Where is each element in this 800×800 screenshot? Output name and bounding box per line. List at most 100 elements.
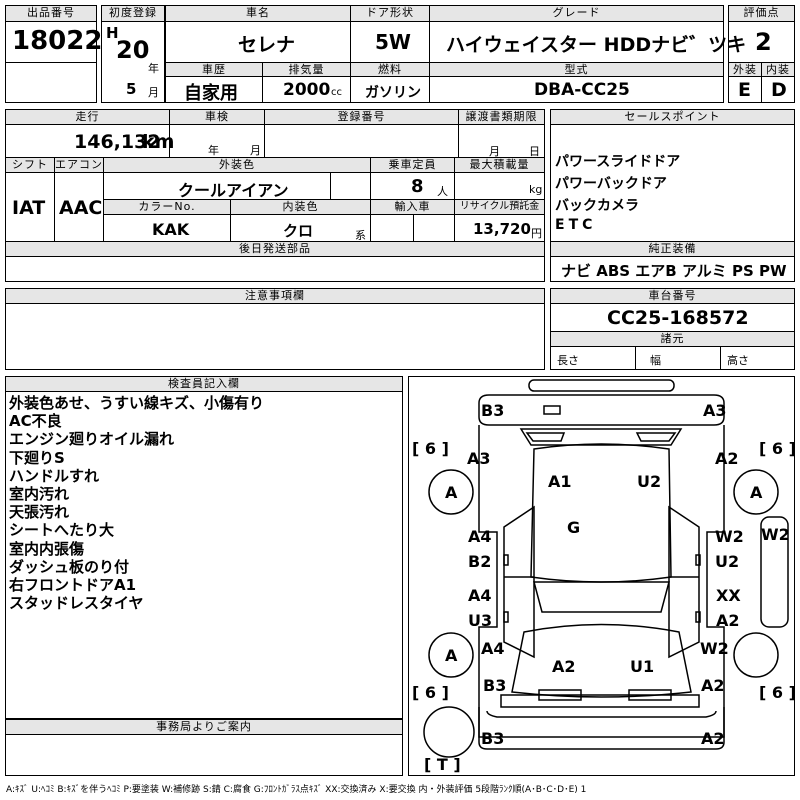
interior-cell: D bbox=[761, 76, 795, 103]
remark-item: 室内汚れ bbox=[9, 485, 70, 504]
caution-cell bbox=[5, 303, 545, 370]
damage-diagram-panel: [ 6 ] [ 6 ] [ 6 ] [ 6 ] [ T ] B3 A3 A3 A… bbox=[408, 376, 796, 776]
score: 2 bbox=[755, 28, 772, 56]
remark-item: ダッシュ板のり付 bbox=[9, 557, 130, 576]
int-color-unit: 系 bbox=[355, 229, 366, 242]
office-cell bbox=[5, 734, 403, 776]
doors: 5W bbox=[375, 30, 411, 54]
color-header: 外装色 bbox=[103, 157, 371, 173]
remark-item: シートへたり大 bbox=[9, 521, 115, 540]
car-name-header: 車名 bbox=[165, 5, 351, 22]
code-side-l2a: A4 bbox=[468, 586, 492, 605]
code-bumper-left: B3 bbox=[481, 729, 505, 748]
recycle: 13,720 bbox=[473, 220, 531, 238]
year-unit: 年 bbox=[148, 62, 159, 75]
chassis-cell: CC25-168572 bbox=[550, 303, 795, 332]
month-unit: 月 bbox=[148, 86, 159, 99]
chassis-no: CC25-168572 bbox=[607, 307, 749, 329]
ac-header: エアコン bbox=[54, 157, 104, 173]
shift: IAT bbox=[12, 197, 46, 219]
inspection-cell: 年 月 bbox=[169, 124, 265, 158]
color: クールアイアン bbox=[178, 181, 289, 200]
width-label: 幅 bbox=[650, 354, 661, 367]
code-side-r1a: W2 bbox=[715, 527, 744, 546]
code-side-r1b: U2 bbox=[715, 552, 740, 571]
reg-no-header: 登録番号 bbox=[264, 109, 459, 125]
length-cell: 長さ bbox=[550, 346, 636, 370]
remark-item: スタッドレスタイヤ bbox=[9, 594, 144, 613]
mileage-unit: km bbox=[142, 131, 175, 153]
displacement: 2000 bbox=[283, 80, 331, 100]
later-parts-cell bbox=[5, 256, 545, 282]
color-cell: クールアイアン bbox=[103, 172, 331, 200]
spare-tire-label: [ T ] bbox=[424, 755, 461, 774]
remark-item: AC不良 bbox=[9, 412, 62, 431]
equipment-cell: ナビ ABS エアB アルミ PS PW bbox=[550, 256, 795, 282]
transfer-cell: 月 日 bbox=[458, 124, 545, 158]
score-header: 評価点 bbox=[728, 5, 795, 22]
score-cell: 2 bbox=[728, 21, 795, 63]
capacity: 8 bbox=[411, 176, 424, 197]
lot-no: 18022 bbox=[12, 26, 103, 56]
exterior-grade: E bbox=[738, 79, 751, 101]
load-header: 最大積載量 bbox=[454, 157, 545, 173]
sales-header: セールスポイント bbox=[550, 109, 795, 125]
car-outline-diagram bbox=[423, 379, 789, 758]
fuel-header: 燃料 bbox=[350, 62, 430, 77]
tire-count-value: 6 bbox=[424, 439, 437, 458]
code-tire-fl: A bbox=[445, 646, 458, 665]
code-roof-center: G bbox=[567, 518, 581, 537]
displacement-header: 排気量 bbox=[262, 62, 351, 77]
model-cell: DBA-CC25 bbox=[429, 76, 724, 103]
color-aux-cell bbox=[330, 172, 371, 200]
equipment-header: 純正装備 bbox=[550, 241, 795, 257]
inspector-cell: 外装色あせ、うすい線キズ、小傷有り AC不良 エンジン廻りオイル漏れ 下廻りS … bbox=[5, 391, 403, 719]
code-front-q-left: B3 bbox=[483, 676, 507, 695]
caution-header: 注意事項欄 bbox=[5, 288, 545, 304]
fuel-cell: ガソリン bbox=[350, 76, 430, 103]
chassis-header: 車台番号 bbox=[550, 288, 795, 304]
code-tire-rr: A bbox=[750, 483, 763, 502]
recycle-cell: 13,720 円 bbox=[454, 214, 545, 242]
inspection-header: 車検 bbox=[169, 109, 265, 125]
displacement-unit: cc bbox=[331, 87, 342, 98]
lot-no-cell: 18022 bbox=[5, 21, 102, 63]
import-header: 輸入車 bbox=[370, 199, 455, 215]
code-bumper-right: A2 bbox=[701, 729, 725, 748]
import-cell-a bbox=[370, 214, 414, 242]
history: 自家用 bbox=[184, 83, 238, 104]
code-side-l2b: U3 bbox=[468, 611, 493, 630]
code-side-l1a: A4 bbox=[468, 527, 492, 546]
equipment: ナビ ABS エアB アルミ PS PW bbox=[561, 262, 787, 280]
transfer-day-unit: 日 bbox=[529, 145, 540, 158]
sales-point-2: パワーバックドア bbox=[555, 176, 667, 192]
interior-grade: D bbox=[771, 79, 787, 101]
load-cell: kg bbox=[454, 172, 545, 200]
era: H bbox=[106, 24, 119, 42]
lot-no-header: 出品番号 bbox=[5, 5, 97, 22]
inspection-year-unit: 年 bbox=[208, 144, 219, 157]
tire-count-value: 6 bbox=[424, 683, 437, 702]
import-cell-b bbox=[413, 214, 455, 242]
code-front-l-fender: A4 bbox=[481, 639, 505, 658]
code-roof-rear-right: U2 bbox=[637, 472, 662, 491]
first-reg-cell: H 20 年 5 月 bbox=[101, 21, 165, 103]
code-hood-right: U1 bbox=[630, 657, 655, 676]
model: DBA-CC25 bbox=[534, 80, 630, 100]
ac: AAC bbox=[59, 197, 103, 219]
exterior-header: 外装 bbox=[728, 62, 762, 77]
exterior-cell: E bbox=[728, 76, 762, 103]
remark-item: 室内内張傷 bbox=[9, 539, 85, 558]
tire-count-rr: [ 6 ] bbox=[759, 439, 796, 458]
color-no-header: カラーNo. bbox=[103, 199, 231, 215]
legend: A:ｷｽﾞ U:ﾍｺﾐ B:ｷｽﾞを伴うﾍｺﾐ P:要塗装 W:補修跡 S:錆 … bbox=[6, 785, 587, 795]
later-parts-header: 後日発送部品 bbox=[5, 241, 545, 257]
fuel: ガソリン bbox=[365, 85, 421, 101]
code-side-r2a: XX bbox=[716, 586, 741, 605]
grade-header: グレード bbox=[429, 5, 724, 22]
inspector-header: 検査員記入欄 bbox=[5, 376, 403, 392]
code-roof-rear-left: A1 bbox=[548, 472, 572, 491]
shift-header: シフト bbox=[5, 157, 55, 173]
remarks-list: 外装色あせ、うすい線キズ、小傷有り AC不良 エンジン廻りオイル漏れ 下廻りS … bbox=[9, 394, 264, 612]
displacement-cell: 2000 cc bbox=[262, 76, 351, 103]
